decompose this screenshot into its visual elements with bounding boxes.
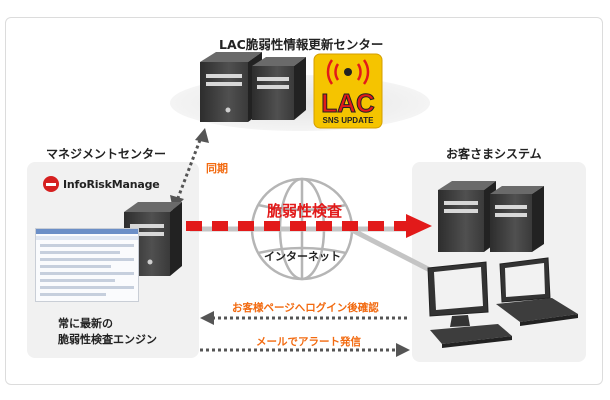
- vuln-check-arrow: [186, 214, 432, 238]
- sns-update-badge-icon: LAC SNS UPDATE: [313, 53, 383, 129]
- infoRiskManage-logo: InfoRiskManage: [43, 176, 160, 192]
- engine-line-2: 脆弱性検査エンジン: [58, 333, 157, 346]
- customer-server-icon: [438, 181, 496, 252]
- engine-line-1: 常に最新の: [58, 317, 113, 330]
- management-screenshot-image: [35, 228, 139, 302]
- laptop-icon: [496, 257, 578, 326]
- customer-system-title: お客さまシステム: [446, 147, 542, 161]
- customer-server-icon-2: [490, 186, 544, 252]
- sync-label: 同期: [206, 162, 228, 175]
- internet-label: インターネット: [264, 250, 341, 263]
- login-confirm-label: お客様ページへログイン後確認: [232, 302, 379, 314]
- alert-mail-arrow: [200, 343, 410, 357]
- lac-badge-main-text: LAC: [321, 88, 375, 118]
- management-center-title: マネジメントセンター: [46, 147, 167, 161]
- alert-mail-label: メールでアラート発信: [256, 336, 361, 348]
- infoRiskManage-logo-icon: [43, 176, 59, 192]
- desktop-computer-icon: [427, 261, 512, 348]
- lac-badge-sub-text: SNS UPDATE: [323, 116, 375, 125]
- lac-server-icon-2: [252, 57, 306, 120]
- logo-text: InfoRiskManage: [63, 177, 160, 191]
- login-confirm-arrow: [200, 311, 410, 325]
- vuln-check-label: 脆弱性検査: [267, 202, 343, 220]
- lac-center-title: LAC脆弱性情報更新センター: [219, 37, 384, 52]
- sync-arrow: [170, 128, 209, 210]
